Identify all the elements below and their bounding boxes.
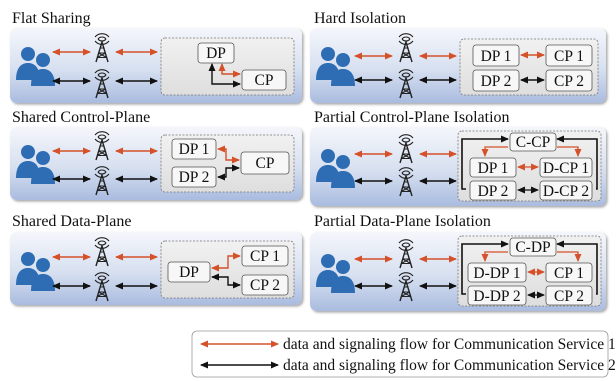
d-dp1-label: D-DP 1 (473, 265, 520, 282)
panel-partial-data-plane-isolation: C-DP D-DP 1 CP 1 D-DP 2 CP 2 (310, 232, 606, 311)
panel-hard-isolation: DP 1 CP 1 DP 2 CP 2 (310, 28, 606, 103)
panel-shared-data-plane: DP CP 1 CP 2 (10, 232, 302, 305)
cp1-box (545, 262, 593, 283)
legend-service2-label: data and signaling flow for Communicatio… (283, 357, 616, 374)
panel-flat-sharing: DP CP (10, 28, 302, 103)
d-dp1-box (467, 262, 527, 283)
cp1-label: CP 1 (250, 248, 280, 265)
cp1-box (545, 44, 593, 67)
cp2-label: CP 2 (554, 73, 584, 90)
d-cp1-label: D-CP 1 (543, 160, 589, 177)
cp-box (240, 151, 290, 175)
dp-box (167, 261, 211, 283)
service2-flow-arrow (461, 135, 509, 190)
d-cp2-box (539, 180, 593, 201)
panel-title-partial-control-plane: Partial Control-Plane Isolation (314, 109, 510, 126)
d-dp2-label: D-DP 2 (473, 288, 520, 305)
dp1-box (469, 157, 517, 178)
dp2-box (472, 69, 520, 92)
c-dp-box (509, 237, 557, 257)
cp2-box (241, 274, 289, 296)
legend-service1-label: data and signaling flow for Communicatio… (283, 336, 616, 353)
cp2-label: CP 2 (250, 277, 280, 294)
cp2-box (545, 285, 593, 306)
cp1-box (241, 245, 289, 267)
d-dp2-box (467, 285, 527, 306)
panel-partial-control-plane-isolation: C-CP DP 1 D-CP 1 DP 2 D-CP 2 (310, 127, 606, 206)
cp2-label: CP 2 (554, 288, 584, 305)
dp1-label: DP 1 (179, 141, 210, 158)
dp2-label: DP 2 (179, 169, 210, 186)
d-cp1-box (539, 157, 593, 178)
dp1-box (472, 44, 520, 67)
dp2-box (469, 180, 517, 201)
panel-shared-control-plane: DP 1 DP 2 CP (10, 127, 302, 200)
cp1-label: CP 1 (554, 265, 584, 282)
cp1-label: CP 1 (554, 48, 584, 65)
d-cp2-label: D-CP 2 (543, 183, 589, 200)
dp2-label: DP 2 (481, 73, 512, 90)
cp-box (241, 69, 287, 91)
service1-flow-arrow (481, 251, 508, 262)
service1-flow-arrow (481, 146, 508, 157)
service1-flow-arrow (211, 252, 241, 272)
service1-flow-arrow (557, 146, 582, 157)
service1-flow-arrow (557, 251, 582, 262)
dp-label: DP (206, 45, 226, 62)
service2-flow-arrow (556, 240, 598, 295)
panel-title-flat-sharing: Flat Sharing (12, 10, 91, 27)
service2-flow-arrow (217, 164, 240, 181)
dp1-label: DP 1 (478, 160, 509, 177)
panel-title-shared-control-plane: Shared Control-Plane (12, 109, 150, 126)
service2-flow-arrow (211, 273, 241, 289)
dp2-box (171, 166, 217, 188)
panel-title-partial-data-plane: Partial Data-Plane Isolation (314, 213, 491, 230)
dp1-label: DP 1 (481, 48, 512, 65)
legend: data and signaling flow for Communicatio… (191, 330, 616, 378)
cp2-box (545, 69, 593, 92)
cp-label: CP (255, 72, 274, 89)
dp2-label: DP 2 (478, 183, 509, 200)
c-dp-label: C-DP (515, 239, 550, 256)
service2-flow-arrow (208, 63, 241, 88)
service1-flow-arrow (217, 145, 240, 164)
c-cp-box (509, 132, 557, 152)
dp-label: DP (179, 264, 199, 281)
service2-flow-arrow (556, 135, 598, 190)
panel-title-hard-isolation: Hard Isolation (314, 10, 406, 27)
service2-flow-arrow (461, 240, 509, 295)
c-cp-label: C-CP (516, 134, 550, 151)
dp1-box (171, 138, 217, 160)
panel-title-shared-data-plane: Shared Data-Plane (12, 213, 132, 230)
cp-label: CP (256, 155, 275, 172)
